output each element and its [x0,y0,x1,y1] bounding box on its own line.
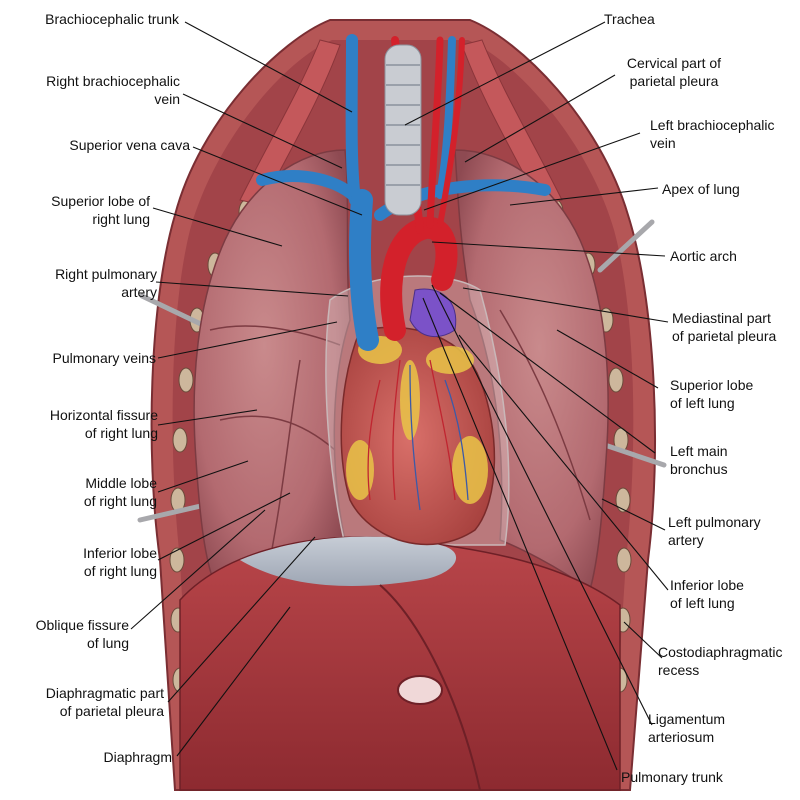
label-aortic-arch: Aortic arch [670,248,737,264]
label-superior-vena-cava: Superior vena cava [69,137,190,153]
heart [340,326,496,546]
label-trachea: Trachea [604,11,655,27]
label-pulmonary-trunk: Pulmonary trunk [621,769,723,785]
diaphragm-shape [179,536,621,791]
label-diaphragm: Diaphragm [103,749,172,765]
label-brachiocephalic-trunk: Brachiocephalic trunk [45,11,179,27]
leader-lines [130,21,669,771]
label-pulmonary-veins: Pulmonary veins [52,350,157,366]
great-veins [256,34,551,351]
label-apex-of-lung: Apex of lung [662,181,740,197]
trachea-shape [384,44,422,216]
